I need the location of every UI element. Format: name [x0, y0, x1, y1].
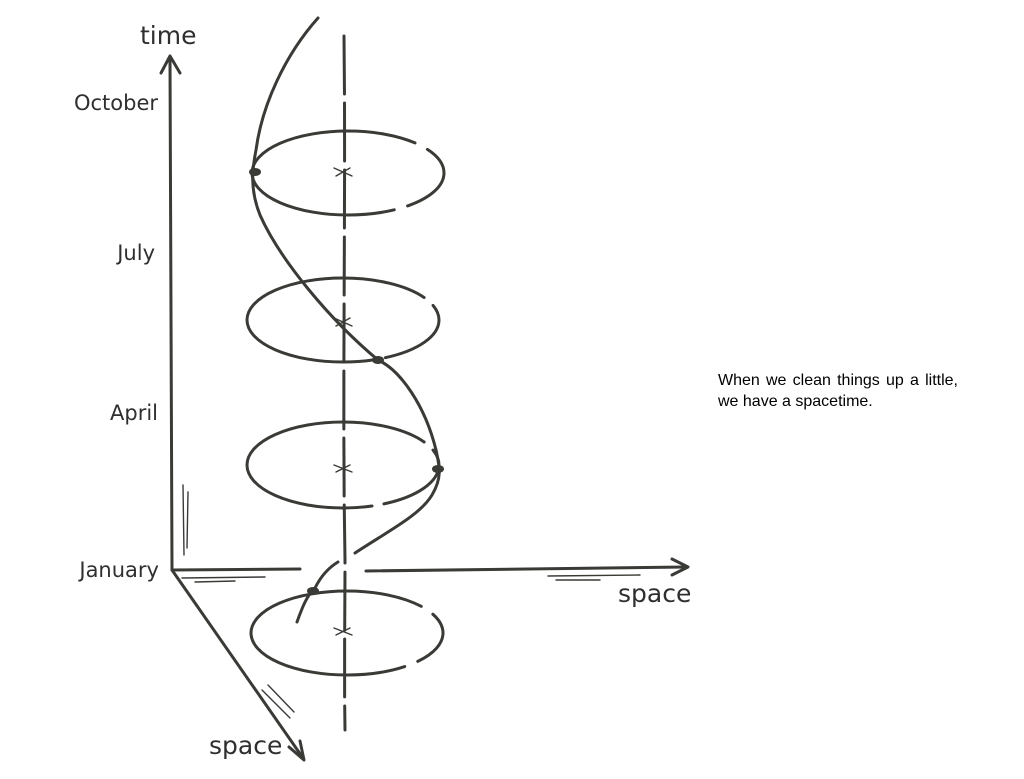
caption-text: When we clean things up a little, we hav… [718, 372, 958, 410]
earth-dot-january [307, 587, 319, 595]
space-horizontal-axis [170, 557, 690, 583]
helix-worldline [249, 16, 444, 624]
month-label-october: October [74, 91, 158, 115]
central-worldline [333, 34, 353, 732]
earth-dot-april [432, 465, 444, 473]
earth-dot-october [249, 168, 261, 176]
orbit-october [250, 129, 446, 217]
orbit-january [249, 589, 445, 677]
space-diagonal-axis [170, 568, 306, 762]
space-diagonal-axis-label: space [209, 731, 282, 760]
month-label-january: January [77, 558, 159, 582]
month-label-april: April [110, 401, 158, 425]
month-label-july: July [115, 241, 155, 265]
earth-dot-july [372, 356, 384, 364]
space-horizontal-axis-label: space [618, 579, 691, 608]
time-axis-label: time [140, 21, 196, 50]
time-axis [159, 54, 189, 572]
orbit-july [245, 276, 441, 364]
